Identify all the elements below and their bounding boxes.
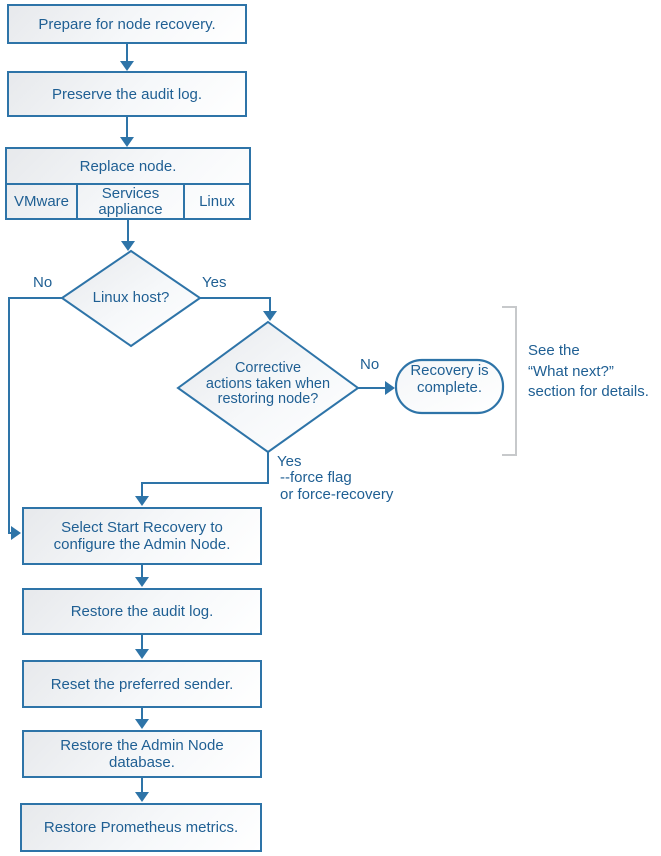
what-next-annotation: See the “What next?” section for details… (528, 341, 649, 403)
flow-arrowheads (11, 61, 395, 802)
node-prepare-for-recovery: Prepare for node recovery. (7, 4, 247, 44)
node-preserve-audit-log: Preserve the audit log. (7, 71, 247, 117)
node-replace-node-group: Replace node. VMware Services appliance … (5, 147, 251, 220)
edge-label-linux-no: No (33, 274, 53, 291)
node-restore-prometheus-metrics: Restore Prometheus metrics. (20, 803, 262, 852)
node-select-start-line1: Select Start Recovery to (61, 519, 223, 536)
corrective-line1: Corrective (234, 360, 302, 376)
option-vmware-label: VMware (13, 192, 69, 210)
corrective-line2: actions taken when (205, 375, 331, 392)
terminator-recovery-complete-shape (394, 358, 505, 415)
edge-label-corrective-yes: Yes --force flag or force-recovery (277, 453, 394, 503)
corrective-line3: restoring node? (217, 391, 319, 408)
option-services-appliance-label: Services appliance (98, 184, 163, 218)
decision-corrective-actions-label: Corrective actions taken when restoring … (178, 360, 358, 408)
decision-linux-host-label: Linux host? (92, 289, 170, 306)
node-replace-label: Replace node. (79, 157, 177, 175)
what-next-line2: “What next?” (528, 362, 614, 380)
option-linux-label: Linux (199, 192, 235, 210)
flow-connectors (8, 44, 385, 792)
option-services-appliance: Services appliance (78, 185, 185, 218)
corrective-yes-line1: Yes (277, 453, 302, 470)
node-restore-audit-log: Restore the audit log. (22, 588, 262, 635)
option-linux: Linux (185, 185, 249, 218)
node-reset-preferred-sender: Reset the preferred sender. (22, 660, 262, 708)
node-select-start-line2: configure the Admin Node. (53, 536, 231, 553)
replace-options-row: VMware Services appliance Linux (7, 185, 249, 218)
terminator-recovery-complete-label: Recovery is complete. (396, 362, 503, 396)
node-restore-db-line1: Restore the Admin Node (60, 737, 224, 754)
what-next-line1: See the (528, 342, 580, 359)
corrective-yes-line3: or force-recovery (280, 485, 394, 503)
edge-label-linux-yes: Yes (202, 274, 227, 291)
recovery-complete-line1: Recovery is (410, 362, 489, 379)
corrective-yes-line2: --force flag (280, 469, 352, 487)
node-restore-prometheus-label: Restore Prometheus metrics. (43, 819, 239, 836)
node-reset-sender-label: Reset the preferred sender. (50, 675, 234, 693)
recovery-complete-line2: complete. (416, 378, 483, 396)
edge-label-corrective-no: No (360, 356, 380, 373)
node-replace-node-header: Replace node. (7, 149, 249, 185)
option-vmware: VMware (7, 185, 78, 218)
node-restore-admin-node-database: Restore the Admin Node database. (22, 730, 262, 778)
node-restore-db-line2: database. (109, 754, 175, 771)
node-prepare-label: Prepare for node recovery. (38, 15, 216, 33)
decision-linux-host-shape (60, 249, 202, 348)
node-select-start-recovery: Select Start Recovery to configure the A… (22, 507, 262, 565)
node-preserve-label: Preserve the audit log. (51, 85, 203, 103)
node-restore-audit-label: Restore the audit log. (70, 603, 214, 620)
what-next-bracket (502, 306, 517, 456)
what-next-line3: section for details. (528, 383, 649, 400)
